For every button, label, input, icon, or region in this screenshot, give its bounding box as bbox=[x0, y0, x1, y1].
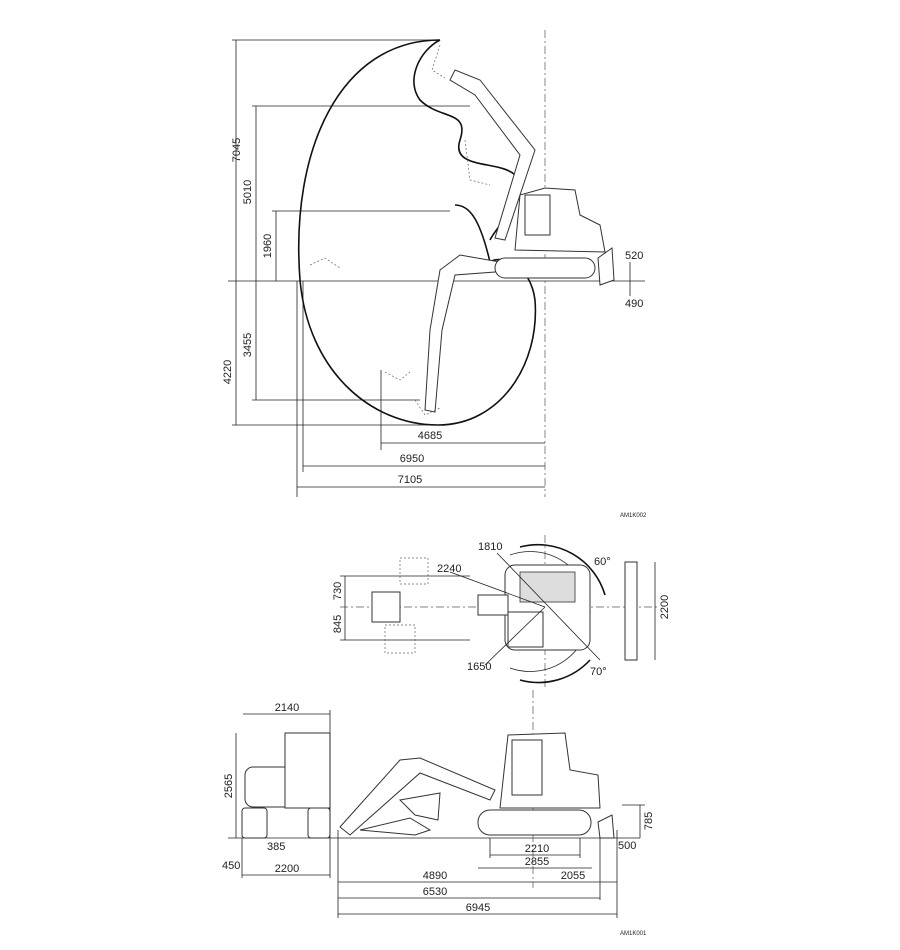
label-reach-ground: 6950 bbox=[400, 453, 424, 465]
reach-diagram: 7045 5010 1960 4220 3455 4685 6950 7105 … bbox=[222, 30, 647, 519]
boom-lowered bbox=[424, 254, 501, 413]
drawing-code-top: AM1K002 bbox=[620, 513, 647, 519]
label-tumbler-distance: 2210 bbox=[525, 843, 549, 855]
track bbox=[494, 257, 596, 279]
label-track-width: 450 bbox=[222, 860, 240, 872]
blade bbox=[597, 247, 615, 286]
label-front-swing: 2240 bbox=[437, 563, 461, 575]
front-track-right bbox=[307, 807, 331, 839]
label-1960: 1960 bbox=[262, 234, 274, 258]
blade-side bbox=[597, 814, 615, 839]
boom-side bbox=[339, 757, 496, 836]
label-length-without-blade: 6530 bbox=[423, 886, 447, 898]
boom-foot bbox=[477, 594, 509, 616]
label-max-depth: 4220 bbox=[222, 360, 234, 384]
cab-top bbox=[507, 611, 544, 648]
label-reach-4685: 4685 bbox=[418, 430, 442, 442]
label-offset-left: 730 bbox=[332, 582, 344, 600]
label-dump-height: 5010 bbox=[242, 180, 254, 204]
label-overall-height: 2565 bbox=[223, 774, 235, 798]
front-cab bbox=[284, 732, 331, 809]
front-track-left bbox=[241, 807, 268, 839]
swing-arcs bbox=[519, 543, 606, 684]
label-blade-500: 500 bbox=[618, 840, 636, 852]
blade-top bbox=[624, 561, 638, 661]
label-max-reach: 7105 bbox=[398, 474, 422, 486]
label-swing-1650: 1650 bbox=[467, 661, 491, 673]
label-blade-height: 785 bbox=[643, 812, 655, 830]
bucket-side bbox=[398, 792, 441, 821]
label-angle-left: 60° bbox=[594, 556, 611, 568]
cab-window bbox=[524, 194, 551, 236]
label-front-width: 2140 bbox=[275, 702, 299, 714]
engine-hood bbox=[519, 571, 576, 603]
label-ground-clearance: 385 bbox=[267, 841, 285, 853]
arm-side bbox=[359, 817, 432, 836]
label-track-length: 2855 bbox=[525, 856, 549, 868]
label-angle-right: 70° bbox=[590, 666, 607, 678]
drawing-code-bottom: AM1K001 bbox=[620, 931, 647, 937]
label-tail-swing: 1810 bbox=[478, 541, 502, 553]
label-max-height: 7045 bbox=[231, 138, 243, 162]
label-blade-width: 2200 bbox=[659, 595, 671, 619]
label-center-to-blade: 2055 bbox=[561, 870, 585, 882]
bucket-center bbox=[371, 591, 401, 623]
cab-side bbox=[511, 739, 543, 796]
label-blade-lift: 520 bbox=[625, 250, 643, 262]
label-overall-length: 6945 bbox=[466, 902, 490, 914]
label-offset-right: 845 bbox=[332, 615, 344, 633]
label-blade-drop: 490 bbox=[625, 298, 643, 310]
side-view: 2140 2565 385 450 2200 2210 2855 4890 20… bbox=[222, 690, 655, 937]
label-front-to-center: 4890 bbox=[423, 870, 447, 882]
label-wall-depth: 3455 bbox=[242, 333, 254, 357]
label-overall-width: 2200 bbox=[275, 863, 299, 875]
boom-raised bbox=[449, 69, 536, 241]
top-view: 730 845 2200 1810 2240 1650 60° 70° bbox=[332, 535, 671, 690]
track-side bbox=[477, 809, 592, 836]
